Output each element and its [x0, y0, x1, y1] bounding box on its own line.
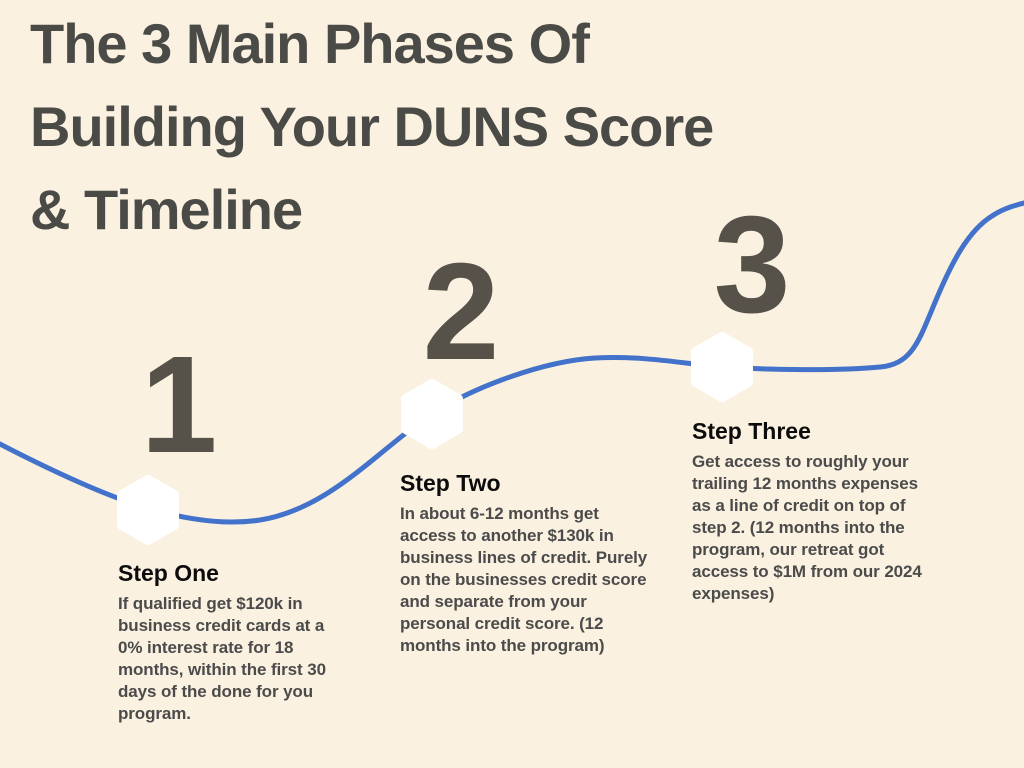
page-title-line-3: & Timeline [30, 178, 303, 241]
phase-number-3: 3 [713, 188, 791, 342]
step-one-heading: Step One [118, 560, 219, 586]
step-two-card: Step Two In about 6-12 months get access… [400, 468, 652, 657]
milestone-hexagon-3 [691, 332, 753, 402]
step-three-description: Get access to roughly your trailing 12 m… [692, 452, 922, 603]
timeline-curve [0, 200, 1024, 525]
phase-number-2: 2 [422, 235, 500, 389]
page-title: The 3 Main Phases Of Building Your DUNS … [30, 2, 714, 251]
milestone-hexagon-1 [117, 475, 179, 545]
step-two-heading: Step Two [400, 470, 501, 496]
milestone-hexagon-2 [401, 379, 463, 449]
phase-number-1: 1 [140, 328, 218, 482]
step-three-heading: Step Three [692, 418, 811, 444]
page-title-line-2: Building Your DUNS Score [30, 95, 714, 158]
page-title-line-1: The 3 Main Phases Of [30, 12, 590, 75]
step-two-description: In about 6-12 months get access to anoth… [400, 504, 648, 655]
step-three-card: Step Three Get access to roughly your tr… [692, 416, 928, 605]
step-one-card: Step One If qualified get $120k in busin… [118, 558, 340, 725]
step-one-description: If qualified get $120k in business credi… [118, 594, 326, 723]
